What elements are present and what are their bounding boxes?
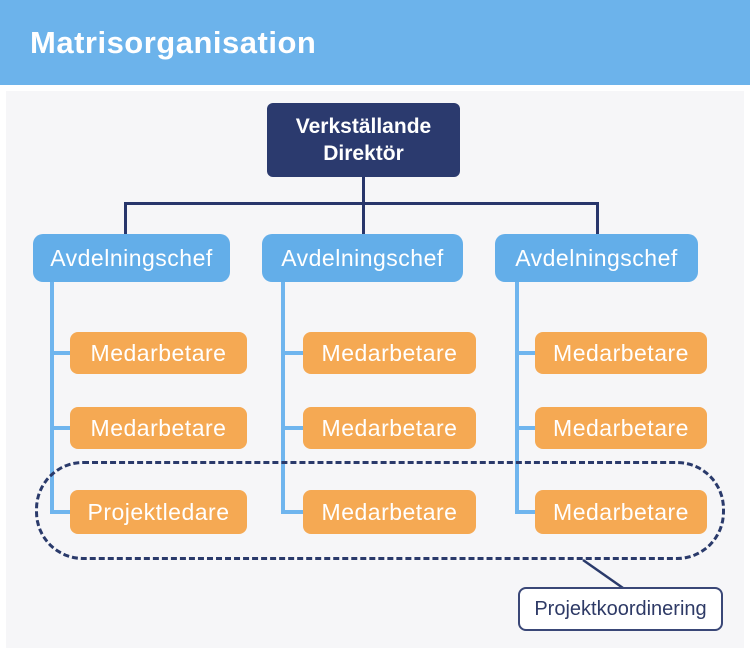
project-coordination-region — [35, 461, 725, 560]
connector-drop-right — [596, 203, 599, 235]
node-col1-projectleader: Projektledare — [70, 490, 247, 534]
node-col3-member-3: Medarbetare — [535, 490, 707, 534]
column1-spine — [50, 281, 54, 512]
node-manager-1: Avdelningschef — [33, 234, 230, 282]
annotation-projektkoordinering: Projektkoordinering — [518, 587, 723, 631]
node-col2-member-2: Medarbetare — [303, 407, 476, 449]
node-col2-member-3: Medarbetare — [303, 490, 476, 534]
node-col3-member-2: Medarbetare — [535, 407, 707, 449]
connector-root-vertical — [362, 177, 365, 204]
column1-stub-row1 — [50, 351, 74, 355]
node-manager-2: Avdelningschef — [262, 234, 463, 282]
column3-stub-row2 — [515, 426, 539, 430]
column2-stub-row1 — [281, 351, 307, 355]
node-col3-member-1: Medarbetare — [535, 332, 707, 374]
connector-drop-left — [124, 203, 127, 235]
column2-stub-row2 — [281, 426, 307, 430]
node-ceo: Verkställande Direktör — [267, 103, 460, 177]
column2-spine — [281, 281, 285, 512]
node-col1-member-2: Medarbetare — [70, 407, 247, 449]
column3-stub-row1 — [515, 351, 539, 355]
node-col2-member-1: Medarbetare — [303, 332, 476, 374]
header-bar: Matrisorganisation — [0, 0, 750, 85]
column2-stub-row3 — [281, 510, 307, 514]
column3-spine — [515, 281, 519, 512]
column1-stub-row2 — [50, 426, 74, 430]
column3-stub-row3 — [515, 510, 539, 514]
annotation-pointer-line — [582, 558, 624, 590]
node-manager-3: Avdelningschef — [495, 234, 698, 282]
page-title: Matrisorganisation — [30, 24, 317, 60]
connector-drop-middle — [362, 203, 365, 235]
node-col1-member-1: Medarbetare — [70, 332, 247, 374]
connector-horizontal — [124, 202, 599, 205]
